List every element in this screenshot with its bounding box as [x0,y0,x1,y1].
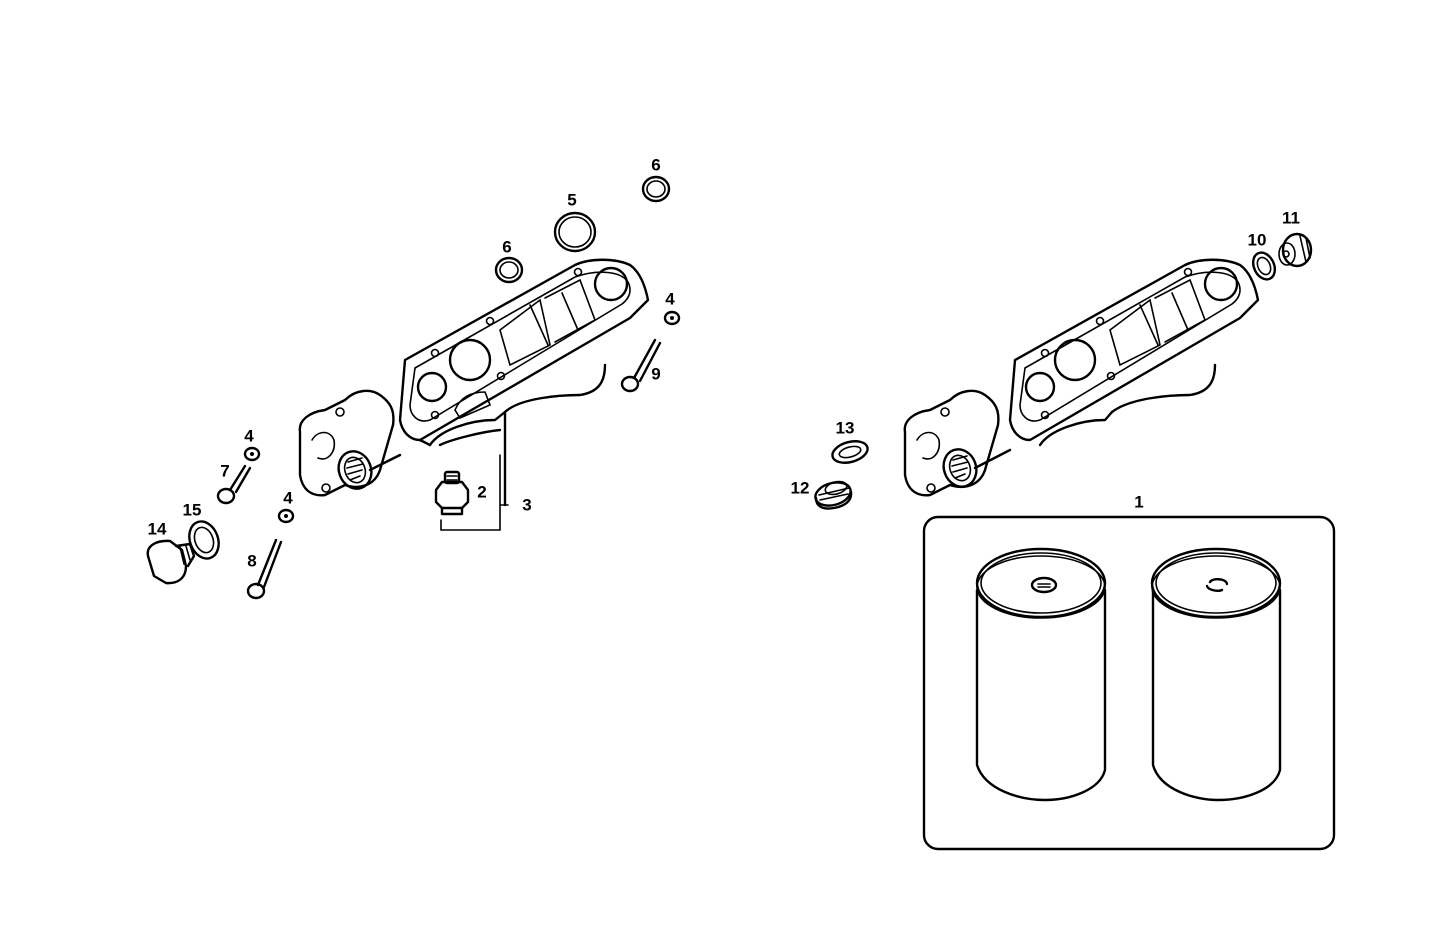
part-13-seal-ring [831,440,869,464]
callout-2: 2 [477,482,487,502]
part-4-washer-right [663,310,681,326]
filter-cartridge-right [1150,547,1282,802]
callout-3: 3 [522,495,532,515]
callout-4-lower-left: 4 [283,488,293,508]
callout-15: 15 [182,500,202,520]
part-11-plug [1278,232,1313,268]
part-15-seal-ring [188,520,220,560]
part-10-seal-ring [1251,251,1277,281]
callout-4-right: 4 [665,289,675,309]
callout-11: 11 [1282,208,1300,228]
part-14-drain-plug [146,539,196,585]
callout-8: 8 [247,551,257,571]
callout-4-upper-left: 4 [244,426,254,446]
callout-13: 13 [835,418,855,438]
part-6-oring-lower [494,256,524,284]
callout-10: 10 [1247,230,1267,250]
callout-14: 14 [147,519,167,539]
callout-3-bracket [440,454,509,531]
callout-12: 12 [790,478,810,498]
callout-9: 9 [651,364,661,384]
left-filter-housing [298,258,650,507]
part-8-bolt [246,538,283,600]
part-7-bolt [216,464,252,505]
callout-6-upper: 6 [651,155,661,175]
part-12-plug [814,480,853,510]
part-2-pressure-switch [434,470,470,516]
part-5-oring [553,211,597,253]
callout-6-lower: 6 [502,237,512,257]
callout-1: 1 [1134,492,1144,512]
callout-7: 7 [220,461,230,481]
part-6-oring-upper [641,175,671,203]
part-4-washer-lower-left [277,508,295,524]
part-9-bolt [620,338,662,393]
part-4-washer-upper-left [243,446,261,462]
right-filter-housing [903,258,1260,497]
part-1-filter-kit-box [922,515,1336,851]
callout-5: 5 [567,190,577,210]
filter-cartridge-left [975,547,1107,802]
